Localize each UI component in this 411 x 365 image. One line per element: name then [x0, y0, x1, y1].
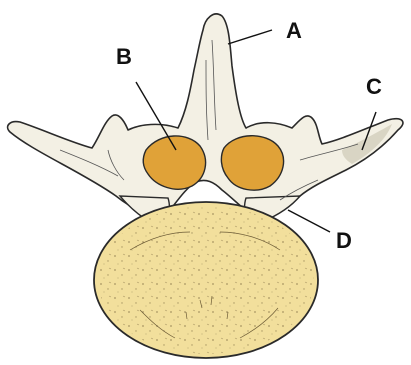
vertebral-arch	[8, 14, 403, 214]
leader-line-a	[228, 30, 272, 44]
label-c: C	[366, 74, 382, 99]
label-d: D	[336, 228, 352, 253]
leader-line-d	[288, 210, 330, 232]
label-a: A	[286, 18, 302, 43]
articular-facet-right	[221, 136, 283, 190]
vertebral-body-texture	[98, 206, 314, 354]
label-b: B	[116, 44, 132, 69]
